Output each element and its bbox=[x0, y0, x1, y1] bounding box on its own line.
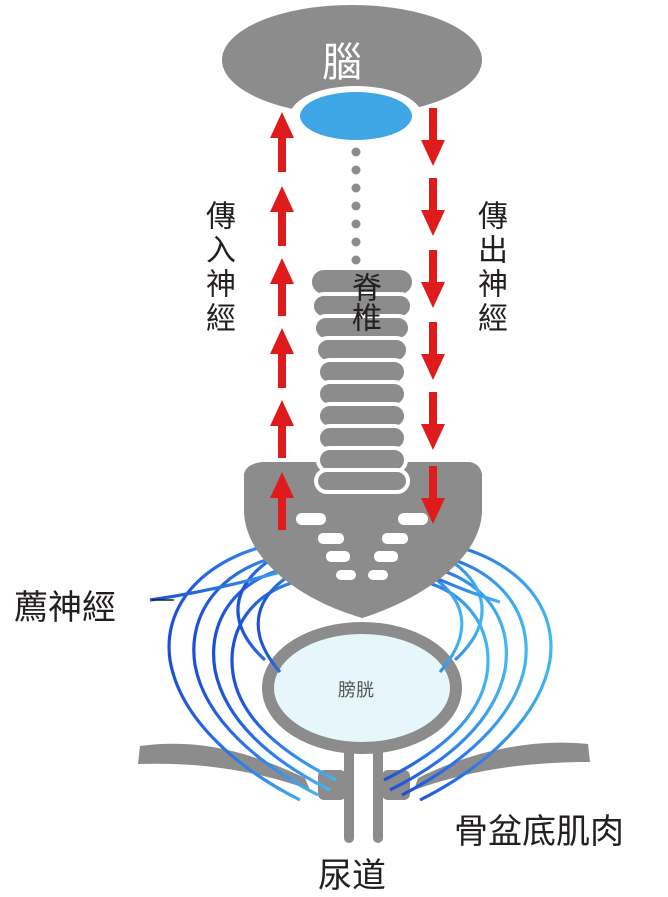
afferent-nerve-label: 傳入神經 bbox=[200, 200, 235, 336]
spine-vertebrae bbox=[308, 266, 416, 494]
brain-label: 腦 bbox=[322, 40, 362, 86]
urethra bbox=[344, 737, 383, 843]
afferent-arrows bbox=[270, 112, 294, 530]
spinal-cord-dots bbox=[351, 147, 361, 265]
bladder-label: 膀胱 bbox=[338, 680, 374, 701]
brain bbox=[222, 5, 482, 146]
spine-label: 脊椎 bbox=[346, 272, 381, 332]
pelvic-floor-muscle bbox=[138, 742, 590, 800]
efferent-arrows bbox=[421, 108, 445, 524]
sacral-nerve-label: 薦神經 bbox=[14, 588, 116, 628]
urethra-label: 尿道 bbox=[318, 856, 386, 896]
pelvic-floor-muscle-label: 骨盆底肌肉 bbox=[454, 812, 624, 852]
bladder bbox=[262, 622, 462, 754]
efferent-nerve-label: 傳出神經 bbox=[472, 200, 507, 336]
